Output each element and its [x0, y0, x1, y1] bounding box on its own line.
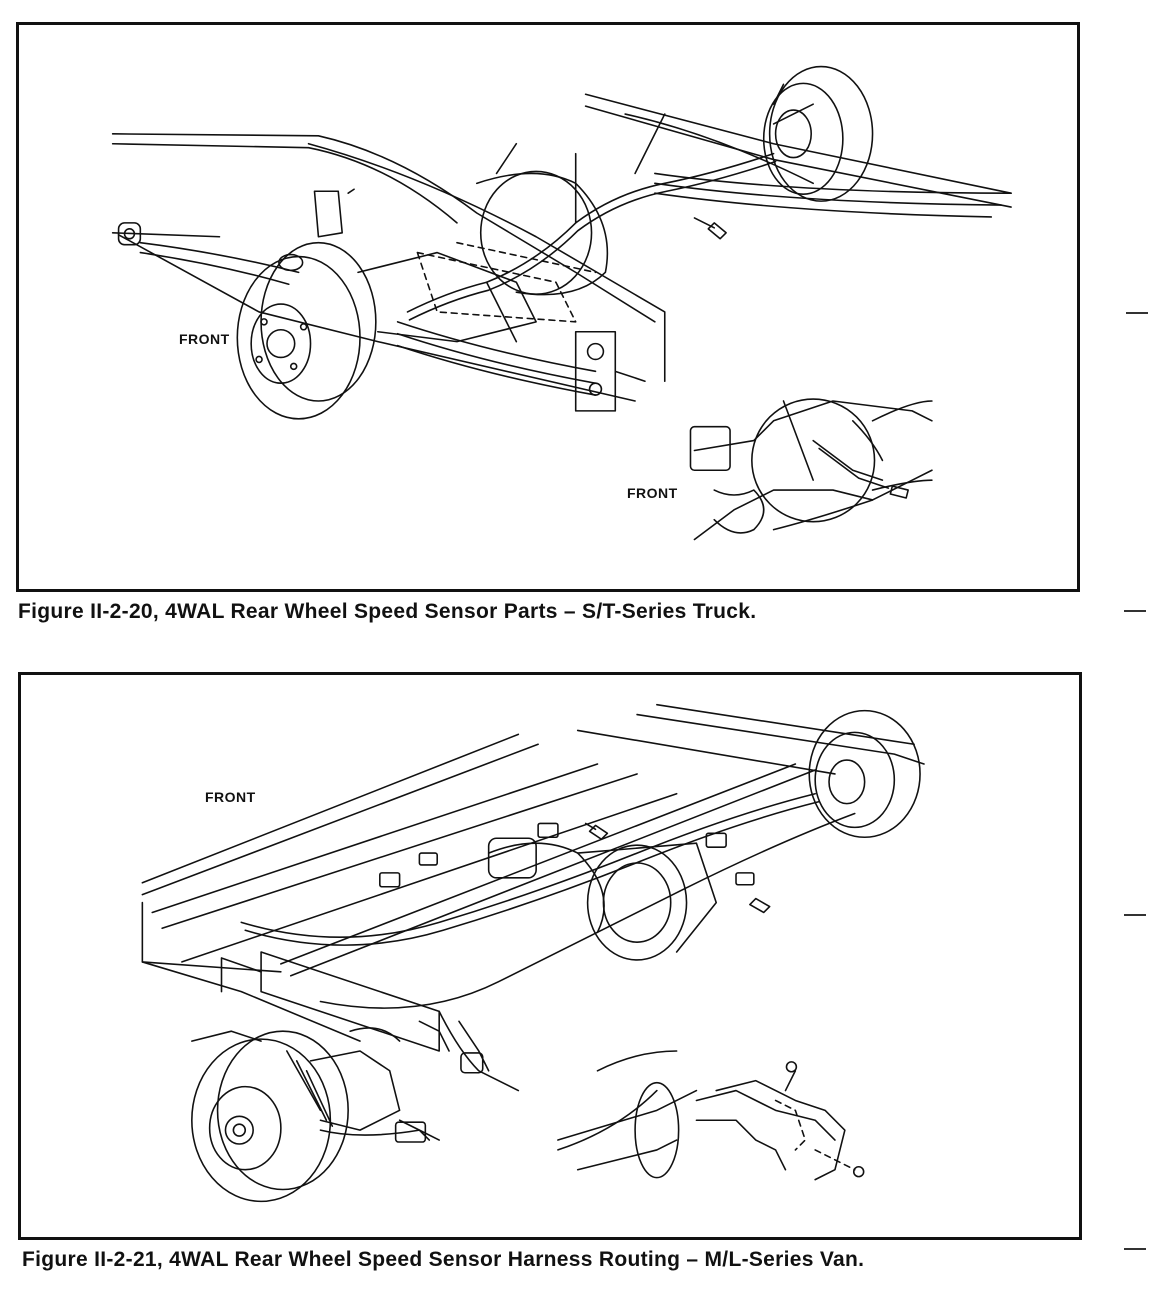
figure-2-illustration: FRONT — [18, 672, 1082, 1240]
front-label-inset: FRONT — [627, 485, 678, 501]
m-l-series-van-harness-drawing — [141, 703, 925, 1203]
margin-mark — [1124, 914, 1146, 916]
s-t-series-rear-axle-drawing — [111, 65, 1012, 541]
figure-1-illustration: FRONT FRONT — [16, 22, 1080, 592]
figure-2-caption: Figure II-2-21, 4WAL Rear Wheel Speed Se… — [22, 1248, 865, 1271]
margin-mark — [1124, 1248, 1146, 1250]
front-label-main: FRONT — [205, 789, 256, 805]
margin-mark — [1126, 312, 1148, 314]
figure-1-caption: Figure II-2-20, 4WAL Rear Wheel Speed Se… — [18, 600, 757, 623]
front-label-main: FRONT — [179, 331, 230, 347]
margin-mark — [1124, 610, 1146, 612]
